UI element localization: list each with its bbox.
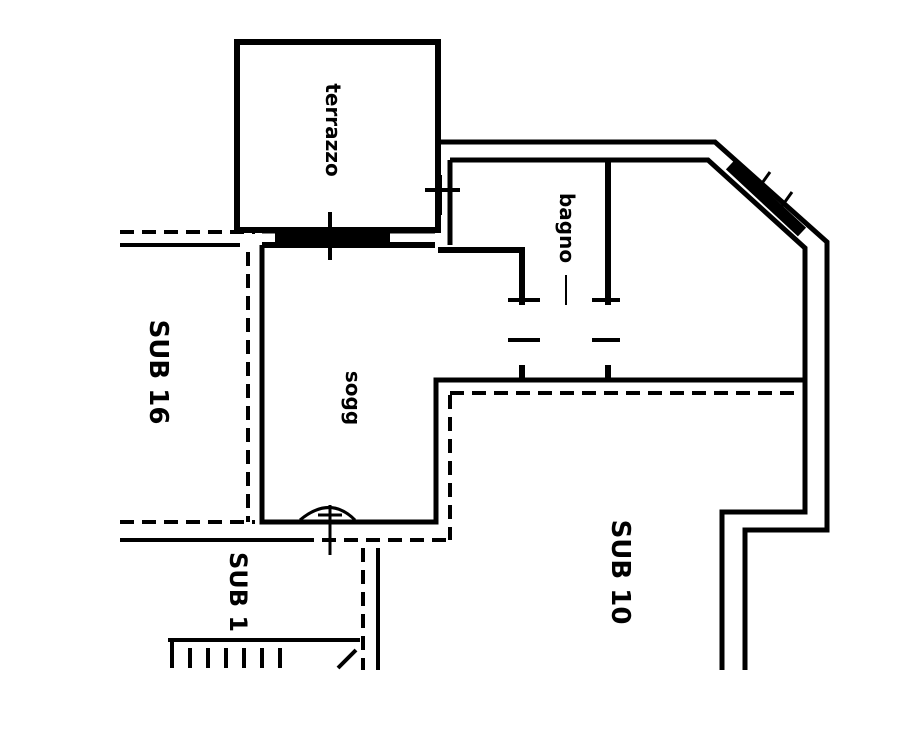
terrace-walls (234, 39, 441, 233)
door-ticks (328, 175, 460, 260)
exterior-wall-outer (438, 139, 830, 670)
label-sub16: SUB 16 (143, 320, 173, 425)
terrace-outline (234, 39, 441, 233)
label-sub10: SUB 10 (605, 520, 635, 625)
diagonal-window (725, 160, 807, 237)
living-walls (259, 230, 805, 525)
dashed-boundaries (120, 230, 807, 670)
entrance-door (299, 505, 357, 555)
bathroom-walls (438, 160, 620, 380)
bathroom-left-wall (438, 247, 525, 305)
label-terrace: terrazzo (321, 83, 345, 176)
living-outline (259, 245, 805, 525)
label-bathroom: bagno (555, 193, 579, 263)
label-sub1: SUB 1 (224, 552, 252, 632)
stairs (168, 638, 360, 670)
label-living: sogg (341, 371, 365, 425)
